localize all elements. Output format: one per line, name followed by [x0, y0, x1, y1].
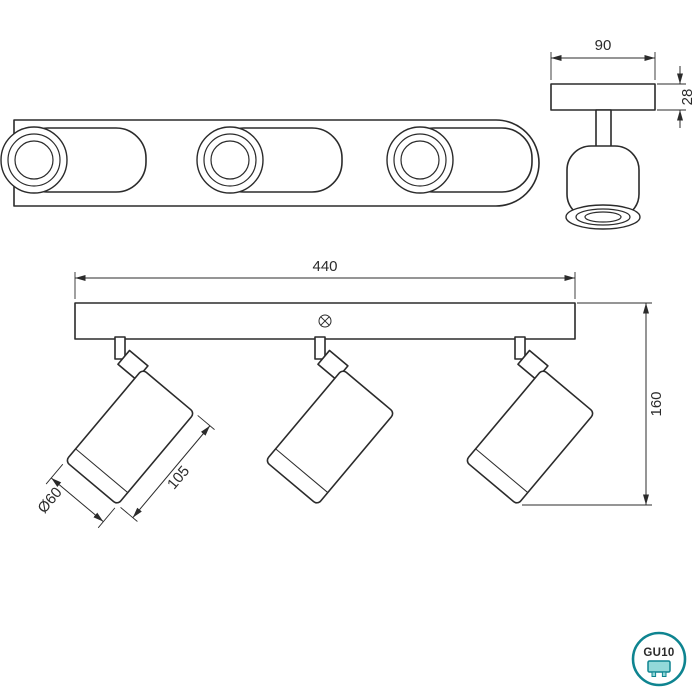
dimension-bar-length: 440	[74, 258, 576, 299]
lens-ring-outer	[386, 126, 454, 194]
swivel-stem-side	[595, 109, 612, 149]
ceiling-plate-side	[550, 83, 656, 111]
spot-body-front	[466, 370, 594, 504]
spot-head-side	[565, 145, 641, 230]
spot-head-top-2	[196, 126, 343, 194]
dim-fixture-height-label: 160	[648, 391, 665, 416]
front-view: 440 105	[34, 258, 665, 529]
swivel-stem	[314, 336, 326, 360]
dim-bar-length-label: 440	[312, 258, 337, 275]
spot-body-front	[266, 370, 394, 504]
dimension-line	[132, 425, 211, 518]
lens-ring-outer	[0, 126, 68, 194]
side-view: 90 28	[550, 37, 696, 230]
bulb-pin	[661, 671, 667, 677]
lens-rim-line	[475, 448, 529, 493]
lens-rim-line	[75, 448, 129, 493]
spot-head-top-3	[386, 126, 533, 194]
gu10-bulb-icon	[647, 660, 671, 677]
badge-ring	[631, 631, 687, 687]
dim-spot-length-label: 105	[164, 463, 193, 493]
lens-ring-inner	[14, 140, 54, 180]
swivel-stem	[114, 336, 126, 360]
dimension-plate-thickness: 28	[657, 66, 696, 128]
screw-head	[318, 314, 332, 328]
bulb-body	[647, 660, 671, 673]
extension-line	[120, 507, 138, 522]
lens-ring-outer	[196, 126, 264, 194]
dimension-plate-width: 90	[550, 37, 656, 80]
badge-label: GU10	[643, 647, 674, 659]
dim-spot-diameter-label: Ø60	[34, 484, 65, 517]
center-screw	[318, 314, 332, 328]
spot-head-front-1: 105 Ø60	[34, 349, 215, 529]
lens-ring-mid	[203, 133, 257, 187]
dimension-fixture-height: 160	[522, 302, 665, 506]
swivel-stem	[514, 336, 526, 360]
extension-line	[97, 507, 116, 529]
lens-rim-line	[275, 448, 329, 493]
lens-ring-mid	[575, 208, 631, 226]
lens-ring-inner	[400, 140, 440, 180]
extension-line	[45, 463, 64, 485]
spot-head-front-3	[466, 349, 594, 504]
dim-plate-thickness-label: 28	[679, 89, 696, 106]
lens-ring-inner	[210, 140, 250, 180]
lens-ring-mid	[393, 133, 447, 187]
spot-head-top-1	[0, 126, 147, 194]
lens-ring-mid	[7, 133, 61, 187]
bulb-pin	[651, 671, 657, 677]
top-view	[0, 119, 540, 207]
screw-slot	[320, 316, 330, 326]
extension-line	[197, 415, 215, 430]
dim-plate-width-label: 90	[595, 37, 612, 54]
lens-ring-inner	[584, 211, 622, 223]
gu10-badge: GU10	[631, 631, 687, 687]
spot-head-front-2	[266, 349, 394, 504]
dimension-line	[50, 477, 104, 523]
